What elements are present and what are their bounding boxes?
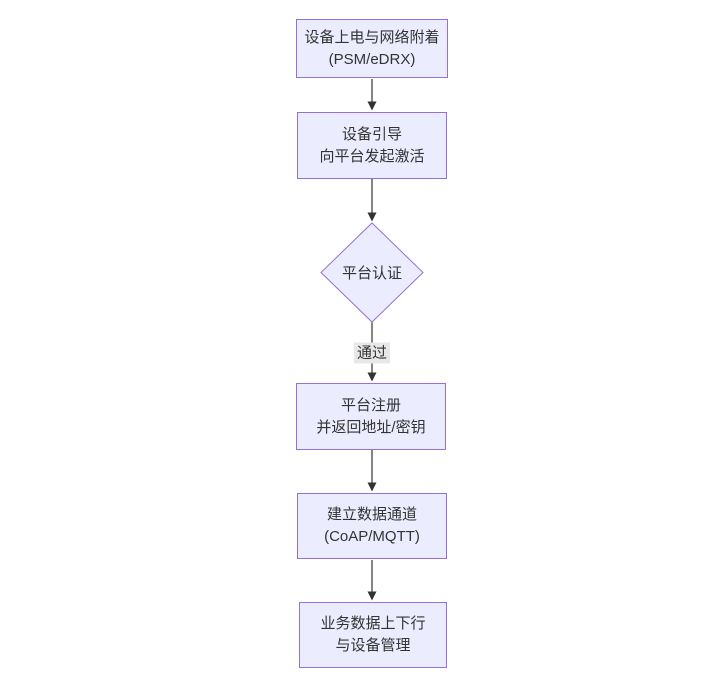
node-data-channel: 建立数据通道 (CoAP/MQTT): [297, 493, 447, 559]
node-platform-register-line1: 平台注册: [340, 396, 401, 414]
node-power-attach: 设备上电与网络附着 (PSM/eDRX): [296, 19, 448, 78]
node-platform-register: 平台注册 并返回地址/密钥: [296, 383, 446, 450]
node-power-attach-line1: 设备上电与网络附着: [304, 28, 440, 46]
node-bootstrap: 设备引导 向平台发起激活: [297, 112, 447, 179]
node-platform-register-line2: 并返回地址/密钥: [316, 418, 426, 436]
decision-platform-auth-shape: [320, 222, 424, 323]
node-power-attach-line2: (PSM/eDRX): [328, 50, 416, 68]
node-business-data: 业务数据上下行 与设备管理: [299, 602, 447, 668]
node-bootstrap-line2: 向平台发起激活: [319, 147, 425, 165]
node-business-data-line2: 与设备管理: [335, 637, 411, 654]
edge-label-pass-text: 通过: [356, 344, 388, 362]
node-data-channel-line1: 建立数据通道: [326, 506, 417, 523]
decision-platform-auth-text: 平台认证: [341, 265, 402, 282]
edge-label-pass: 通过: [353, 342, 391, 364]
node-data-channel-line2: (CoAP/MQTT): [324, 528, 420, 545]
node-business-data-line1: 业务数据上下行: [320, 615, 426, 632]
node-bootstrap-line1: 设备引导: [341, 125, 402, 143]
decision-platform-auth-label: 平台认证: [321, 223, 423, 322]
